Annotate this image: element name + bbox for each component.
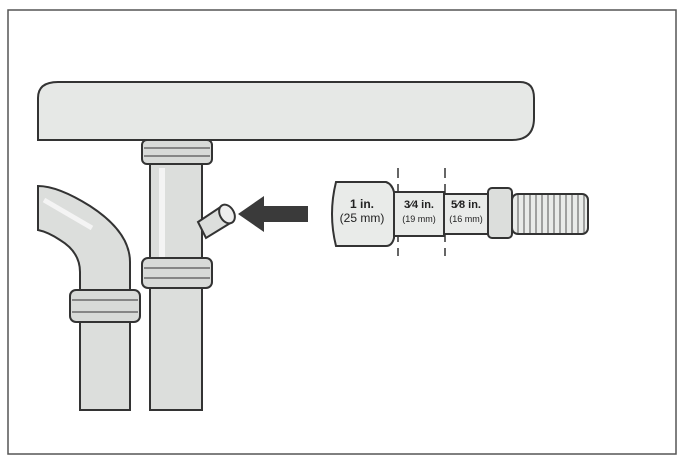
hose-section-1-metric: (25 mm) xyxy=(340,211,385,225)
hose-corrugations xyxy=(517,195,585,233)
hose-section-3-size: 5⁄8 in. xyxy=(451,199,481,211)
wye-branch-opening xyxy=(218,203,236,225)
tailpiece-pipe xyxy=(149,163,203,265)
left-lower-pipe xyxy=(79,321,131,411)
hose-section-2-metric: (19 mm) xyxy=(402,214,436,224)
hose-section-5-8in xyxy=(443,193,489,235)
tailpiece-lower-collar xyxy=(141,257,213,289)
left-pipe-collar xyxy=(69,289,141,323)
hose-section-2-size: 3⁄4 in. xyxy=(404,199,434,211)
sink-basin xyxy=(37,81,535,141)
corrugated-hose xyxy=(511,193,589,235)
left-pipe-highlight xyxy=(42,197,94,231)
hose-section-3-metric: (16 mm) xyxy=(449,214,483,224)
hose-section-1in xyxy=(331,181,395,247)
tailpiece-lower-pipe xyxy=(149,287,203,411)
direction-arrow xyxy=(238,196,308,232)
hose-collar xyxy=(487,187,513,239)
tailpiece-collar xyxy=(141,139,213,165)
hose-section-1-size: 1 in. xyxy=(350,197,374,211)
hose-section-3-4in xyxy=(393,191,445,237)
